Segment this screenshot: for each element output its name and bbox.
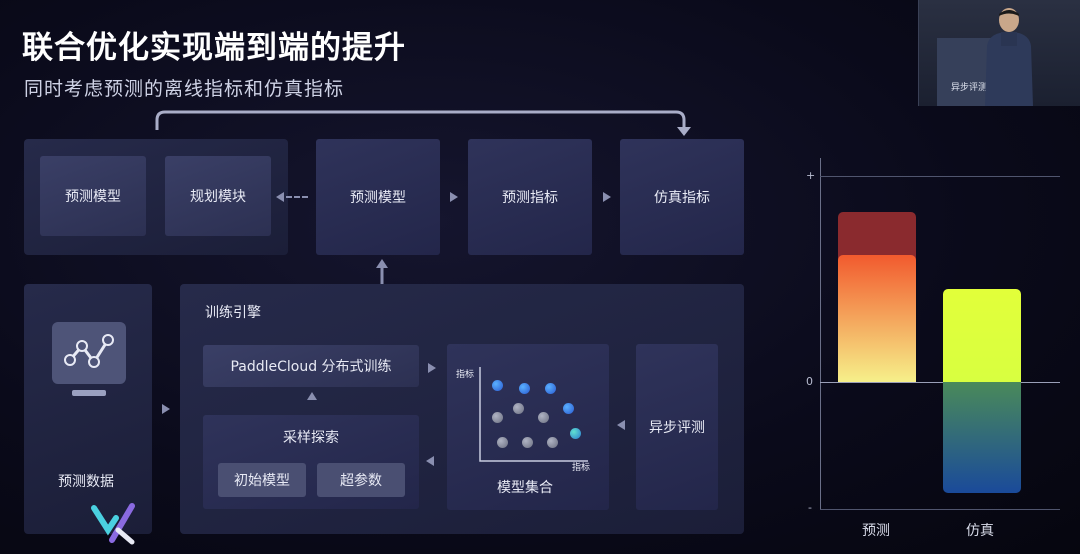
- model-set-y-axis-label: 指标: [456, 370, 475, 380]
- predict-model-left-box: 预测模型: [40, 156, 146, 236]
- predict-metric-box: 预测指标: [468, 139, 592, 255]
- category-label-predict: 预测: [862, 523, 890, 539]
- network-monitor-icon: [52, 322, 126, 396]
- model-set-axes: [479, 367, 588, 462]
- paddlecloud-label: PaddleCloud 分布式训练: [230, 359, 392, 375]
- predict-metric-label: 预测指标: [502, 190, 558, 206]
- slide-subtitle: 同时考虑预测的离线指标和仿真指标: [24, 78, 345, 100]
- model-point-blue: [570, 428, 581, 439]
- paddlecloud-box: PaddleCloud 分布式训练: [203, 345, 419, 387]
- planning-module-label: 规划模块: [190, 189, 246, 205]
- model-point-gray: [513, 403, 524, 414]
- model-set-x-axis-label: 指标: [572, 463, 591, 473]
- model-point-gray: [497, 437, 508, 448]
- model-point-gray: [492, 412, 503, 423]
- model-point-blue: [545, 383, 556, 394]
- arrow-up-to-paddlecloud: [307, 392, 317, 400]
- sim-metric-label: 仿真指标: [654, 190, 710, 206]
- speaker-video: 异步评测: [918, 0, 1080, 106]
- category-label-sim: 仿真: [966, 523, 994, 539]
- arrow-to-model-set: [428, 363, 436, 373]
- model-set-label: 模型集合: [497, 480, 553, 496]
- model-point-blue: [563, 403, 574, 414]
- tick-minus: -: [808, 501, 812, 514]
- predict-model-left-label: 预测模型: [65, 189, 121, 205]
- sampling-search-label: 采样探索: [283, 430, 339, 446]
- tick-zero: 0: [806, 375, 813, 388]
- training-engine-title: 训练引擎: [205, 305, 261, 321]
- async-eval-box: 异步评测: [636, 344, 718, 510]
- chart-zero-line: [820, 382, 1060, 383]
- predict-model-box: 预测模型: [316, 139, 440, 255]
- dashed-arrow-line: [286, 196, 308, 198]
- model-point-gray: [547, 437, 558, 448]
- initial-model-label: 初始模型: [234, 473, 290, 489]
- arrow-model-set-to-sampling: [426, 456, 434, 466]
- bar-sim-positive: [943, 288, 1021, 382]
- video-screen-text: 异步评测: [951, 83, 988, 93]
- logo-icon: [91, 503, 135, 545]
- hyper-params-box: 超参数: [317, 463, 405, 497]
- chart-bottom-gridline: [820, 509, 1060, 510]
- arrow-async-to-model-set: [617, 420, 625, 430]
- planning-module-box: 规划模块: [165, 156, 271, 236]
- predict-model-label: 预测模型: [350, 190, 406, 206]
- arrow-to-training-engine: [162, 404, 170, 414]
- tick-plus: +: [806, 169, 816, 182]
- model-point-blue: [519, 383, 530, 394]
- chart-y-axis: [820, 158, 821, 510]
- bar-sim-negative: [943, 382, 1021, 493]
- chart-top-gridline: [820, 176, 1060, 177]
- arrow-to-sim-metric: [603, 192, 611, 202]
- initial-model-box: 初始模型: [218, 463, 306, 497]
- model-set-box: [447, 344, 609, 510]
- hyper-params-label: 超参数: [340, 473, 382, 489]
- dashed-arrow-left: [276, 192, 284, 202]
- bar-predict: [838, 254, 916, 382]
- slide-title: 联合优化实现端到端的提升: [22, 30, 406, 66]
- sim-metric-box: 仿真指标: [620, 139, 744, 255]
- arrow-to-predict-metric: [450, 192, 458, 202]
- async-eval-label: 异步评测: [649, 420, 705, 436]
- model-point-gray: [538, 412, 549, 423]
- model-point-blue: [492, 380, 503, 391]
- predict-data-label: 预测数据: [58, 474, 114, 490]
- model-point-gray: [522, 437, 533, 448]
- speaker-person: [985, 8, 1033, 106]
